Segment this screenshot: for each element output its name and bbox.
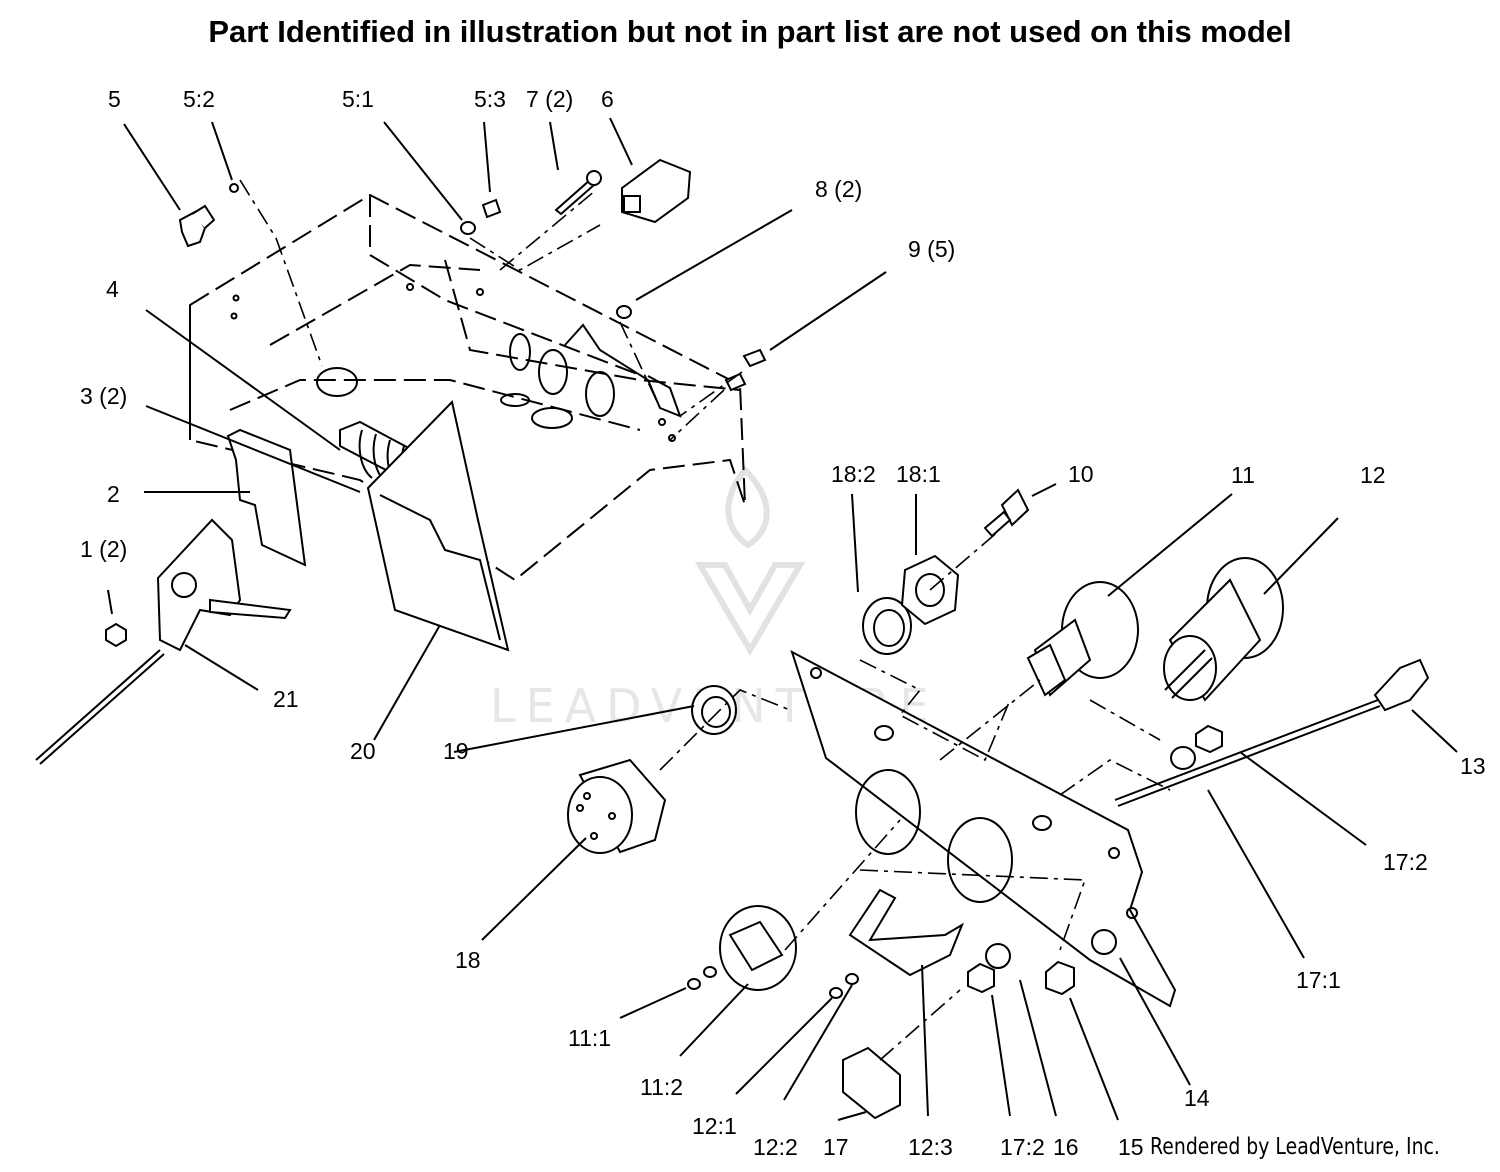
callout-17: 17 xyxy=(823,1134,849,1160)
callout-5-3: 5:3 xyxy=(474,86,506,112)
part-15-nut xyxy=(1045,960,1075,996)
callout-17-2-right: 17:2 xyxy=(1383,849,1428,875)
part-5-1-nut xyxy=(460,198,502,235)
alignment-lines xyxy=(239,179,1161,1061)
part-17-2-nut-lower xyxy=(967,962,995,994)
part-18-2-washer xyxy=(862,597,912,655)
part-9-bushing xyxy=(724,348,767,392)
callout-5: 5 xyxy=(108,86,121,112)
callout-1: 1 (2) xyxy=(80,536,127,562)
callout-14: 14 xyxy=(1184,1085,1210,1111)
part-2-bracket xyxy=(226,428,307,567)
part-6-knob xyxy=(621,158,692,224)
callout-17-2-bottom: 17:2 xyxy=(1000,1134,1045,1160)
callout-12: 12 xyxy=(1360,462,1386,488)
part-5-knob xyxy=(178,183,239,248)
lower-dash-panel xyxy=(790,649,1177,1008)
callout-12-1: 12:1 xyxy=(692,1113,737,1139)
callout-11-1: 11:1 xyxy=(568,1025,611,1051)
callout-7: 7 (2) xyxy=(526,86,573,112)
part-7-screw xyxy=(554,170,602,216)
callout-12-2: 12:2 xyxy=(753,1134,798,1160)
callout-5-1: 5:1 xyxy=(342,86,374,112)
callout-12-3: 12:3 xyxy=(908,1134,953,1160)
leader-lines xyxy=(107,117,1458,1121)
part-12-3-bracket xyxy=(848,888,965,977)
part-10-key xyxy=(983,488,1030,538)
part-13-choke-cable xyxy=(1114,658,1430,807)
part-20-circuit-board xyxy=(366,399,510,652)
part-17-2-nut-upper xyxy=(1195,724,1223,754)
callout-21: 21 xyxy=(273,686,299,712)
callout-11-2: 11:2 xyxy=(640,1074,683,1100)
footer-credit: Rendered by LeadVenture, Inc. xyxy=(1150,1134,1440,1160)
callout-17-1: 17:1 xyxy=(1296,967,1341,993)
callout-9: 9 (5) xyxy=(908,236,955,262)
callout-19: 19 xyxy=(443,738,469,764)
part-8-nut xyxy=(616,305,632,319)
diagram-header: Part Identified in illustration but not … xyxy=(208,14,1292,49)
callout-5-2: 5:2 xyxy=(183,86,215,112)
callout-18-2: 18:2 xyxy=(831,461,876,487)
part-17-1-washer xyxy=(1170,746,1196,770)
callout-15: 15 xyxy=(1118,1134,1144,1160)
callout-13: 13 xyxy=(1460,753,1486,779)
part-18-switch xyxy=(567,758,667,854)
callout-10: 10 xyxy=(1068,461,1094,487)
callout-3: 3 (2) xyxy=(80,383,127,409)
part-1-nut xyxy=(105,622,127,648)
callout-18-1: 18:1 xyxy=(896,461,941,487)
part-14-washer xyxy=(1091,929,1117,955)
callout-16: 16 xyxy=(1053,1134,1079,1160)
part-12-gauge xyxy=(1163,557,1284,702)
callout-18: 18 xyxy=(455,947,481,973)
callout-11: 11 xyxy=(1231,462,1255,488)
callout-4: 4 xyxy=(106,276,119,302)
part-11-2-flange xyxy=(719,905,797,991)
part-21-throttle-lever xyxy=(35,518,292,765)
part-12-1-nut xyxy=(829,973,859,999)
callout-8: 8 (2) xyxy=(815,176,862,202)
callout-20: 20 xyxy=(350,738,376,764)
part-11-1-nut xyxy=(687,966,717,990)
part-11-gauge xyxy=(1026,581,1139,697)
part-16-washer xyxy=(985,943,1011,969)
callout-labels: 5 5:2 5:1 5:3 7 (2) 6 8 (2) 9 (5) 4 3 (2… xyxy=(80,86,1486,1160)
part-17-connector-block xyxy=(842,1046,901,1120)
part-19-washer xyxy=(691,685,737,735)
callout-6: 6 xyxy=(601,86,614,112)
callout-2: 2 xyxy=(107,481,120,507)
